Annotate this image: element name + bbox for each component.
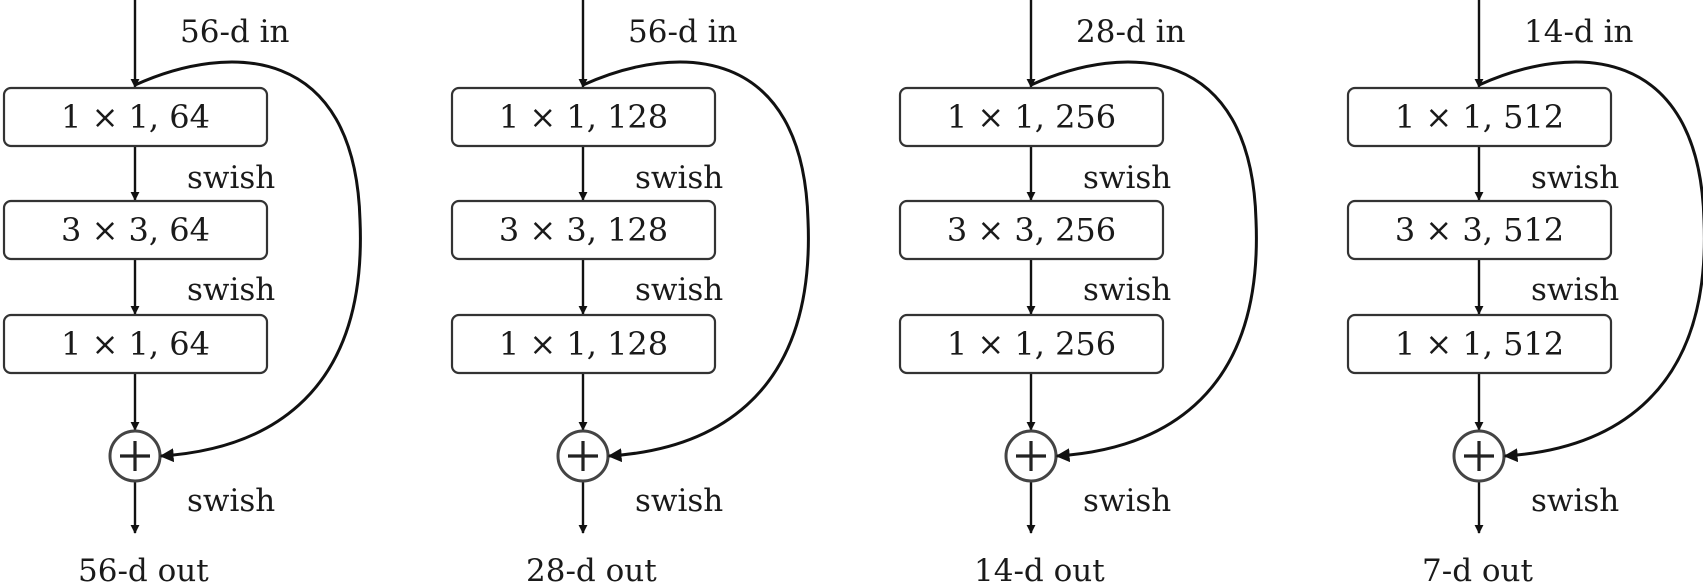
conv-block-label: 1 × 1, 64 — [61, 98, 210, 136]
conv-block-label: 3 × 3, 512 — [1395, 211, 1564, 249]
skip-connection-arrow — [582, 60, 810, 463]
conv-block-2: 3 × 3, 128 — [450, 199, 717, 261]
skip-connection-arrow — [1030, 60, 1258, 463]
residual-block-4: 14-d in 1 × 1, 512 3 × 3, 512 1 × 1, 512 swi… — [1346, 0, 1703, 586]
activation-label-1: swish — [1531, 160, 1619, 196]
conv-block-label: 1 × 1, 256 — [947, 325, 1116, 363]
conv-block-label: 3 × 3, 256 — [947, 211, 1116, 249]
conv-block-3: 1 × 1, 256 — [898, 313, 1165, 375]
conv-block-label: 3 × 3, 64 — [61, 211, 210, 249]
conv-block-label: 1 × 1, 256 — [947, 98, 1116, 136]
activation-label-1: swish — [187, 160, 275, 196]
conv-block-label: 1 × 1, 128 — [499, 98, 668, 136]
activation-label-3: swish — [187, 483, 275, 519]
skip-connection-arrow — [134, 60, 362, 463]
residual-block-3: 28-d in 1 × 1, 256 3 × 3, 256 1 × 1, 256 swi… — [898, 0, 1258, 586]
conv-block-label: 1 × 1, 128 — [499, 325, 668, 363]
addition-node — [108, 429, 162, 483]
conv-block-label: 1 × 1, 512 — [1395, 325, 1564, 363]
addition-node — [1452, 429, 1506, 483]
output-label: 14-d out — [974, 553, 1105, 586]
conv-block-label: 1 × 1, 64 — [61, 325, 210, 363]
output-label: 56-d out — [78, 553, 209, 586]
output-label: 7-d out — [1422, 553, 1534, 586]
output-label: 28-d out — [526, 553, 657, 586]
activation-label-3: swish — [635, 483, 723, 519]
conv-block-2: 3 × 3, 512 — [1346, 199, 1613, 261]
activation-label-2: swish — [187, 272, 275, 308]
conv-block-1: 1 × 1, 512 — [1346, 86, 1613, 148]
conv-block-3: 1 × 1, 512 — [1346, 313, 1613, 375]
activation-label-1: swish — [1083, 160, 1171, 196]
residual-block-2: 56-d in 1 × 1, 128 3 × 3, 128 1 × 1, 128 swi… — [450, 0, 810, 586]
activation-label-1: swish — [635, 160, 723, 196]
residual-block-1: 56-d in 1 × 1, 64 3 × 3, 64 1 × 1, 64 swish s… — [2, 0, 362, 586]
activation-label-2: swish — [1083, 272, 1171, 308]
conv-block-2: 3 × 3, 256 — [898, 199, 1165, 261]
conv-block-2: 3 × 3, 64 — [2, 199, 269, 261]
input-label: 28-d in — [1076, 14, 1186, 50]
conv-block-1: 1 × 1, 256 — [898, 86, 1165, 148]
skip-connection-arrow — [1478, 60, 1703, 463]
input-label: 56-d in — [180, 14, 290, 50]
activation-label-3: swish — [1083, 483, 1171, 519]
conv-block-label: 1 × 1, 512 — [1395, 98, 1564, 136]
conv-block-label: 3 × 3, 128 — [499, 211, 668, 249]
input-label: 56-d in — [628, 14, 738, 50]
input-label: 14-d in — [1524, 14, 1634, 50]
activation-label-2: swish — [635, 272, 723, 308]
addition-node — [1004, 429, 1058, 483]
conv-block-1: 1 × 1, 128 — [450, 86, 717, 148]
activation-label-3: swish — [1531, 483, 1619, 519]
conv-block-3: 1 × 1, 128 — [450, 313, 717, 375]
activation-label-2: swish — [1531, 272, 1619, 308]
conv-block-3: 1 × 1, 64 — [2, 313, 269, 375]
conv-block-1: 1 × 1, 64 — [2, 86, 269, 148]
addition-node — [556, 429, 610, 483]
